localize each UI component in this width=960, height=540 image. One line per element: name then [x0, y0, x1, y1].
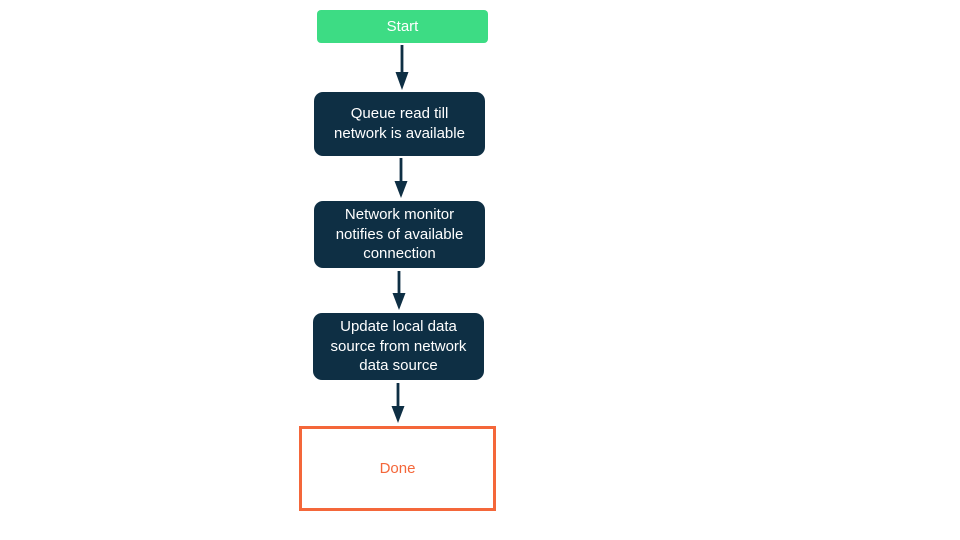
node-done[interactable]: Done — [299, 426, 496, 511]
down-arrow-icon — [395, 45, 409, 90]
node-update-local-data-source[interactable]: Update local data source from network da… — [313, 313, 484, 380]
down-arrow-icon — [394, 158, 408, 198]
down-arrow-icon — [391, 383, 405, 423]
node-network-monitor-notifies[interactable]: Network monitor notifies of available co… — [314, 201, 485, 268]
node-queue-read-till-network-available[interactable]: Queue read till network is available — [314, 92, 485, 156]
node-start[interactable]: Start — [317, 10, 488, 43]
down-arrow-icon — [392, 271, 406, 310]
